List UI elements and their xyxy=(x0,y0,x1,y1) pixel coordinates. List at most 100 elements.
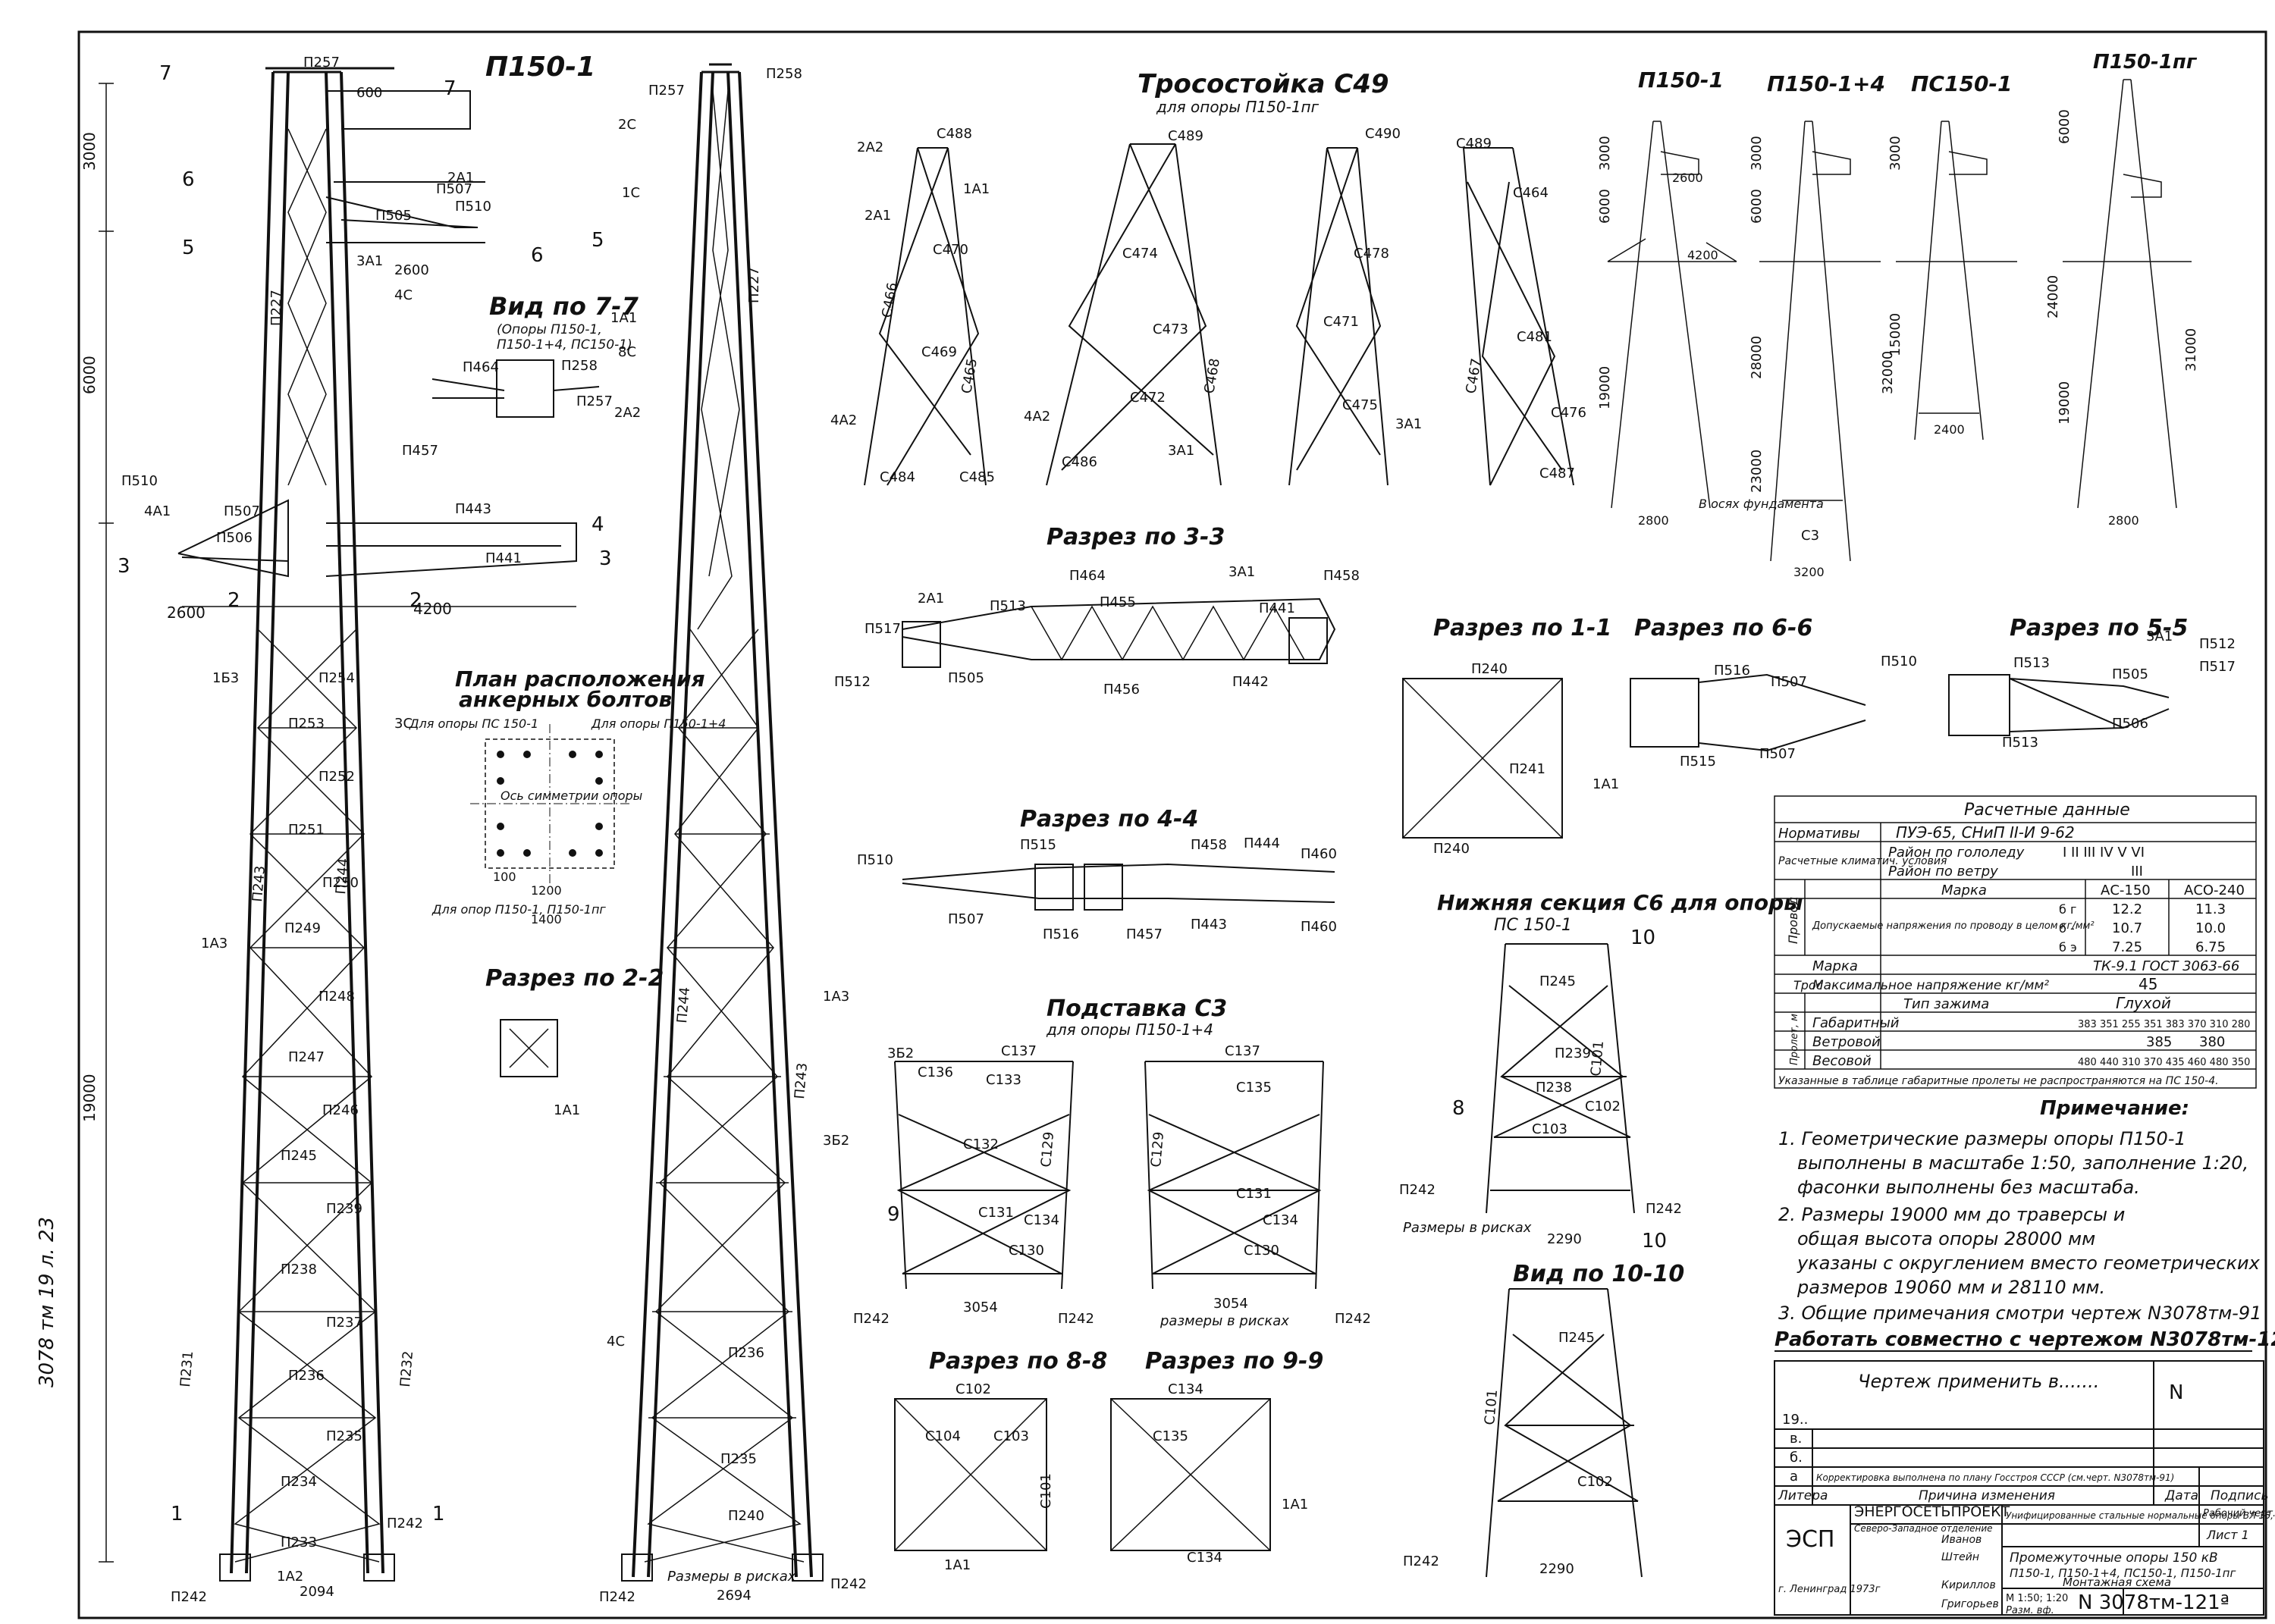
s55-3a1: 3А1 xyxy=(2146,629,2173,644)
c6-sec8: 8 xyxy=(1452,1097,1465,1120)
sch1-d19000: 19000 xyxy=(1597,366,1613,409)
lbl-2a2-v: 2А2 xyxy=(614,405,641,421)
stamp-year: 19.. xyxy=(1782,1412,1808,1428)
mark-p516-44: П516 xyxy=(1043,926,1079,942)
mark-p513: П513 xyxy=(990,598,1026,614)
note-1c: фасонки выполнены без масштаба. xyxy=(1797,1177,2140,1198)
c489: С489 xyxy=(1168,128,1203,144)
mark-p515-44: П515 xyxy=(1020,837,1056,853)
note-2c: указаны с округлением вместо геометричес… xyxy=(1796,1252,2261,1274)
s55-p513-b: П513 xyxy=(2002,735,2038,751)
sec-2-r: 2 xyxy=(410,589,422,612)
mark-p246: П246 xyxy=(322,1102,359,1118)
mark-p507-a: П507 xyxy=(436,181,472,197)
c464: С464 xyxy=(1513,185,1549,201)
dim-6000: 6000 xyxy=(80,356,99,394)
mark-p242-a: П242 xyxy=(171,1589,207,1605)
tbl-marka-v1: АС-150 xyxy=(2101,883,2151,898)
tower-p150-1: П150-1 П257 600 П510 П507 П505 2600 П510… xyxy=(80,52,612,1605)
sch2-d6000: 6000 xyxy=(1749,189,1765,224)
stamp-org-sub: Северо-Западное отделение xyxy=(1854,1523,1993,1534)
mark-p257-a: П257 xyxy=(303,55,340,71)
stamp-name1: Промежуточные опоры 150 кВ xyxy=(2010,1550,2218,1566)
c3-c132: С132 xyxy=(963,1136,999,1152)
stamp-data: Дата xyxy=(2164,1488,2198,1503)
c3-c134-b: С134 xyxy=(1263,1212,1298,1228)
title-podstavka: Подставка С3 xyxy=(1046,995,1227,1022)
sch2-d3000: 3000 xyxy=(1749,136,1765,171)
stamp-number: N 3078тм-121ª xyxy=(2078,1591,2230,1614)
lbl-1a3-l: 1А3 xyxy=(201,936,228,952)
mark-p444: П444 xyxy=(1244,836,1280,851)
s88-c103: С103 xyxy=(993,1428,1029,1444)
lbl-3c-l: 3С xyxy=(394,716,413,732)
mark-p443-44: П443 xyxy=(1191,917,1227,933)
tbl-zazhim-l: Тип зажима xyxy=(1903,996,1989,1012)
v10-c102: С102 xyxy=(1577,1474,1613,1490)
dim-600: 600 xyxy=(356,85,382,101)
lbl-1a3-s: 1А3 xyxy=(823,989,849,1005)
tbl-tros-marka-l: Марка xyxy=(1812,958,1858,974)
tbl-tros-napr-v: 45 xyxy=(2138,975,2157,993)
tbl-ves-l: Весовой xyxy=(1812,1053,1872,1069)
tros-3a1-b: 3А1 xyxy=(1395,416,1422,432)
stamp-person-3: Кириллов xyxy=(1941,1579,1996,1591)
stamp-person-4: Григорьев xyxy=(1941,1598,1999,1610)
lbl-1a1-v: 1А1 xyxy=(610,310,637,326)
tbl-gab-v: 383 351 255 351 383 370 310 280 xyxy=(2078,1019,2250,1030)
tros-1a1: 1А1 xyxy=(963,181,990,197)
mark-p512: П512 xyxy=(834,674,871,690)
c476: С476 xyxy=(1551,405,1586,421)
title-plan1: План расположения xyxy=(455,666,705,691)
s66-p516: П516 xyxy=(1714,663,1750,679)
title-tros: Тросостойка С49 xyxy=(1138,69,1389,99)
sch2-d3200: 3200 xyxy=(1793,565,1825,579)
s11-p240-b: П240 xyxy=(1433,841,1470,857)
c472: С472 xyxy=(1130,390,1166,406)
section-8-8: Разрез по 8-8 С102 С104 С103 С101 1А1 xyxy=(894,1348,1107,1573)
schematics: П150-1 3000 6000 19000 2600 4200 2800 В … xyxy=(1597,51,2199,579)
stamp-korr: Корректировка выполнена по плану Госстро… xyxy=(1816,1472,2174,1483)
c3-p242-b: П242 xyxy=(1058,1311,1094,1327)
s88-1a1: 1А1 xyxy=(944,1557,971,1573)
mark-p510-a: П510 xyxy=(455,199,491,215)
tbl-napr-l: Допускаемые напряжения по проводу в цело… xyxy=(1812,920,2095,932)
stamp-litera: Литера xyxy=(1778,1488,1828,1503)
sec-3-l: 3 xyxy=(118,555,130,578)
c490: С490 xyxy=(1365,126,1401,142)
sec-1-r: 1 xyxy=(432,1503,445,1525)
section-4-4: Разрез по 4-4 П510 П515 П458 П444 П460 П… xyxy=(857,806,1337,942)
design-data-table: Расчетные данные Нормативы ПУЭ-65, СНиП … xyxy=(1774,795,2257,1089)
stamp-scale: М 1:50; 1:20 xyxy=(2006,1593,2068,1604)
sch2-d23000: 23000 xyxy=(1749,450,1765,493)
plan-dlya3: Для опоры ПС 150-1 xyxy=(409,716,538,731)
notes: Примечание: 1. Геометрические размеры оп… xyxy=(1774,1097,2275,1352)
sch1-d3000: 3000 xyxy=(1597,136,1613,171)
mark-p245: П245 xyxy=(281,1148,317,1164)
tbl-klimat: Расчетные климатич. условия xyxy=(1778,855,1947,867)
stamp-podpis: Подпись xyxy=(2211,1488,2268,1503)
c474: С474 xyxy=(1122,246,1158,262)
s99-1a1: 1А1 xyxy=(1282,1497,1308,1513)
lbl-3b2-s: 3Б2 xyxy=(823,1133,849,1149)
tbl-ne2: 6.75 xyxy=(2195,939,2226,955)
sec-6: 6 xyxy=(182,168,195,191)
mark-p232: П232 xyxy=(397,1350,416,1388)
mark-p240-s: П240 xyxy=(728,1508,764,1524)
c6-c101: С101 xyxy=(1588,1040,1607,1077)
s55-p513: П513 xyxy=(2013,655,2050,671)
sch3-d32000: 32000 xyxy=(1880,351,1896,394)
s88-c102: С102 xyxy=(956,1381,991,1397)
section-5-5: Разрез по 5-5 П512 П517 П513 П505 П506 П… xyxy=(1948,615,2236,751)
plan-dlya2: Для опоры П150-1+4 xyxy=(591,716,726,731)
mark-p239: П239 xyxy=(326,1201,362,1217)
c6-sec10: 10 xyxy=(1630,926,1655,949)
title-razrez44: Разрез по 4-4 xyxy=(1020,806,1198,832)
c3-c133: С133 xyxy=(986,1072,1021,1088)
s66-p507-b: П507 xyxy=(1759,746,1796,762)
mark-p238: П238 xyxy=(281,1262,317,1278)
mark-p505: П505 xyxy=(948,670,984,686)
s11-p241: П241 xyxy=(1509,761,1545,777)
title-vid1010: Вид по 10-10 xyxy=(1513,1261,1684,1287)
s99-c135: С135 xyxy=(1153,1428,1188,1444)
